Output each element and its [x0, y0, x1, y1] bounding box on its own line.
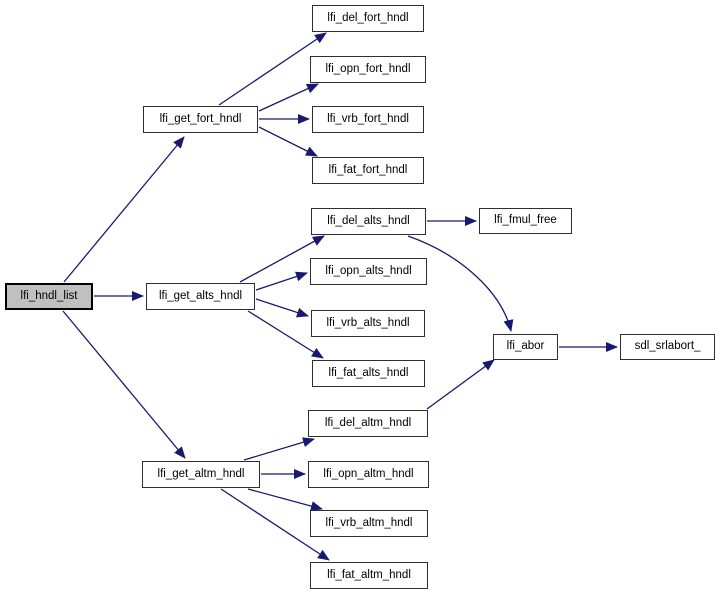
- node-label: lfi_fat_fort_hndl: [328, 163, 408, 176]
- node-label: lfi_opn_altm_hndl: [323, 467, 414, 480]
- node-lfi_get_altm_hndl[interactable]: lfi_get_altm_hndl: [142, 461, 260, 488]
- node-lfi_vrb_alts_hndl[interactable]: lfi_vrb_alts_hndl: [311, 310, 425, 337]
- edge-lfi_get_fort_hndl-to-lfi_del_fort_hndl: [218, 32, 327, 106]
- node-label: lfi_opn_alts_hndl: [325, 264, 412, 277]
- node-label: lfi_vrb_alts_hndl: [326, 316, 410, 329]
- node-lfi_opn_altm_hndl[interactable]: lfi_opn_altm_hndl: [308, 461, 429, 488]
- node-sdl_srlabort_[interactable]: sdl_srlabort_: [620, 334, 715, 360]
- edge-lfi_get_altm_hndl-to-lfi_fat_altm_hndl: [220, 488, 330, 561]
- edge-lfi_del_altm_hndl-to-lfi_abor: [426, 359, 495, 410]
- node-label: lfi_get_fort_hndl: [159, 112, 242, 125]
- node-label: lfi_del_alts_hndl: [327, 214, 410, 227]
- node-label: lfi_del_altm_hndl: [324, 416, 412, 429]
- node-lfi_abor[interactable]: lfi_abor: [493, 334, 558, 360]
- edge-lfi_get_altm_hndl-to-lfi_vrb_altm_hndl: [247, 488, 323, 511]
- node-lfi_fmul_free[interactable]: lfi_fmul_free: [479, 208, 572, 234]
- node-label: lfi_abor: [506, 340, 545, 353]
- node-lfi_fat_fort_hndl[interactable]: lfi_fat_fort_hndl: [312, 157, 424, 184]
- node-label: sdl_srlabort_: [634, 340, 701, 353]
- node-lfi_del_alts_hndl[interactable]: lfi_del_alts_hndl: [311, 208, 426, 235]
- node-lfi_vrb_fort_hndl[interactable]: lfi_vrb_fort_hndl: [312, 106, 424, 133]
- node-label: lfi_fat_alts_hndl: [328, 366, 409, 379]
- edge-lfi_get_alts_hndl-to-lfi_del_alts_hndl: [239, 235, 325, 283]
- node-label: lfi_get_alts_hndl: [158, 289, 243, 302]
- node-lfi_fat_alts_hndl[interactable]: lfi_fat_alts_hndl: [312, 360, 425, 387]
- node-label: lfi_fat_altm_hndl: [327, 568, 411, 581]
- node-label: lfi_vrb_altm_hndl: [325, 516, 413, 529]
- node-lfi_get_alts_hndl[interactable]: lfi_get_alts_hndl: [146, 283, 255, 310]
- edge-lfi_hndl_list-to-lfi_get_altm_hndl: [62, 310, 186, 459]
- edge-lfi_hndl_list-to-lfi_get_fort_hndl: [63, 136, 185, 283]
- node-lfi_get_fort_hndl[interactable]: lfi_get_fort_hndl: [143, 106, 258, 133]
- node-label: lfi_get_altm_hndl: [157, 467, 245, 480]
- node-label: lfi_opn_fort_hndl: [325, 62, 411, 75]
- node-lfi_opn_alts_hndl[interactable]: lfi_opn_alts_hndl: [310, 258, 427, 285]
- node-lfi_vrb_altm_hndl[interactable]: lfi_vrb_altm_hndl: [310, 510, 428, 537]
- node-label: lfi_fmul_free: [494, 214, 557, 227]
- edge-lfi_get_fort_hndl-to-lfi_opn_fort_hndl: [258, 83, 319, 112]
- edge-lfi_get_alts_hndl-to-lfi_opn_alts_hndl: [255, 271, 308, 291]
- node-lfi_del_fort_hndl[interactable]: lfi_del_fort_hndl: [312, 5, 424, 32]
- node-lfi_opn_fort_hndl[interactable]: lfi_opn_fort_hndl: [310, 56, 426, 83]
- edge-lfi_get_alts_hndl-to-lfi_fat_alts_hndl: [247, 310, 324, 359]
- node-label: lfi_hndl_list: [20, 289, 78, 302]
- node-label: lfi_vrb_fort_hndl: [327, 112, 409, 125]
- node-label: lfi_del_fort_hndl: [327, 11, 409, 24]
- node-lfi_del_altm_hndl[interactable]: lfi_del_altm_hndl: [308, 410, 428, 437]
- node-lfi_hndl_list[interactable]: lfi_hndl_list: [5, 283, 93, 310]
- edge-lfi_get_fort_hndl-to-lfi_fat_fort_hndl: [258, 126, 318, 157]
- edge-lfi_del_alts_hndl-to-lfi_abor: [407, 235, 514, 332]
- edge-lfi_get_alts_hndl-to-lfi_vrb_alts_hndl: [255, 298, 309, 318]
- node-lfi_fat_altm_hndl[interactable]: lfi_fat_altm_hndl: [310, 562, 428, 589]
- edge-lfi_get_altm_hndl-to-lfi_del_altm_hndl: [243, 437, 315, 461]
